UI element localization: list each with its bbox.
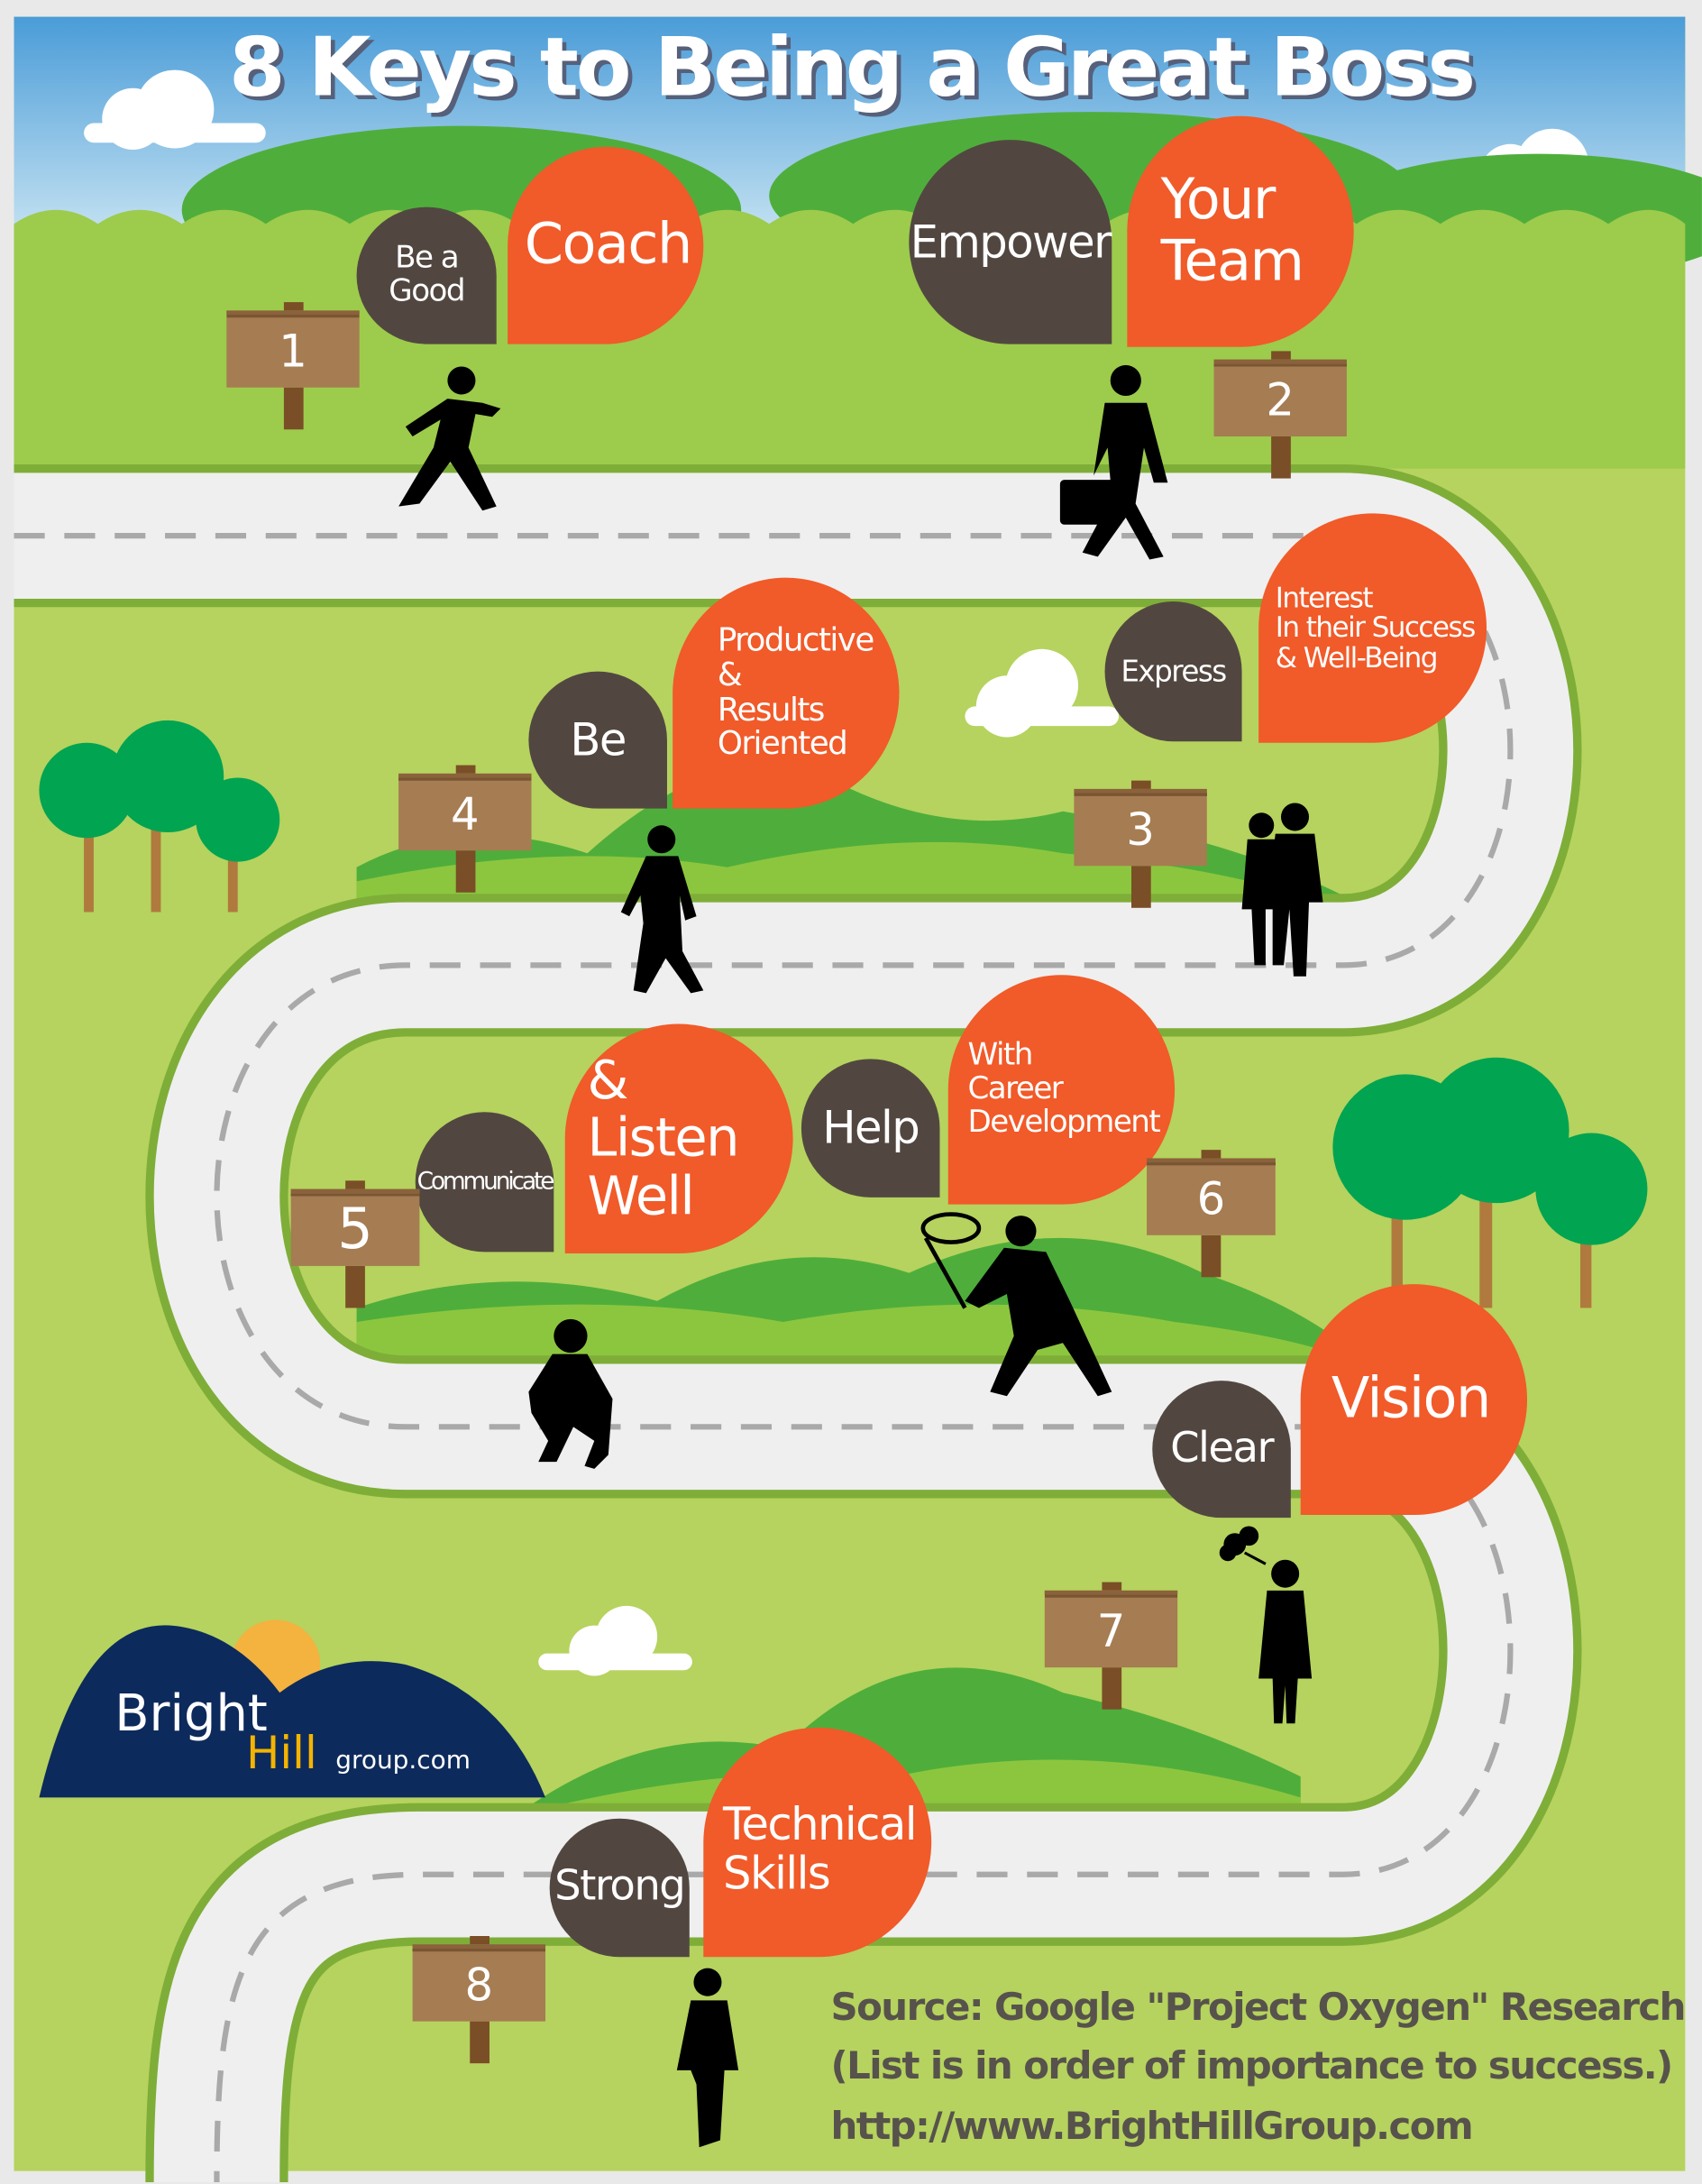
key-6-lead: Help: [801, 1059, 940, 1198]
logo-hill: Hill: [246, 1726, 317, 1780]
person-silhouettes: [398, 364, 1323, 2148]
sign-number: 7: [1044, 1590, 1178, 1668]
sign-number: 3: [1074, 788, 1207, 867]
key-5-lead: Communicate: [415, 1112, 555, 1253]
key-2-main: Your Team: [1127, 115, 1354, 347]
road-center-line: [14, 533, 1514, 2183]
signpost-4: 4: [398, 765, 532, 893]
signpost-6: 6: [1147, 1150, 1276, 1278]
sign-number: 6: [1147, 1158, 1276, 1235]
key-5-main: & Listen Well: [564, 1023, 793, 1253]
signpost-2: 2: [1213, 351, 1347, 479]
source-line: Source: Google "Project Oxygen" Research: [830, 1986, 1686, 2030]
logo-hills: [39, 1625, 546, 1798]
sign-number: 4: [398, 773, 532, 851]
key-4-main: Productive & Results Oriented: [673, 577, 900, 809]
key-4-lead: Be: [528, 671, 667, 809]
page-title: 8 Keys to Being a Great Boss: [228, 19, 1476, 115]
key-8-main: Technical Skills: [703, 1727, 932, 1958]
key-7-main: Vision: [1300, 1284, 1528, 1516]
key-2-lead: Empower: [909, 140, 1112, 344]
sign-number: 2: [1213, 359, 1347, 437]
signpost-5: 5: [290, 1180, 420, 1308]
signpost-7: 7: [1044, 1582, 1178, 1710]
key-7-lead: Clear: [1152, 1381, 1291, 1519]
key-6-main: With Career Development: [947, 975, 1176, 1205]
source-url[interactable]: http://www.BrightHillGroup.com: [830, 2105, 1473, 2149]
logo-group: group.com: [335, 1746, 471, 1776]
key-1-lead: Be a Good: [356, 206, 497, 344]
key-3-main: Interest In their Success & Well-Being: [1258, 513, 1487, 743]
signpost-1: 1: [226, 302, 360, 430]
source-note: (List is in order of importance to succe…: [830, 2045, 1673, 2089]
key-1-main: Coach: [508, 146, 704, 344]
sign-number: 8: [412, 1944, 546, 2022]
signpost-3: 3: [1074, 780, 1207, 908]
key-3-lead: Express: [1104, 601, 1242, 742]
sign-number: 5: [290, 1188, 420, 1266]
logo-bright: Bright: [114, 1685, 268, 1743]
tree-icon: [39, 720, 1648, 1308]
key-8-lead: Strong: [549, 1818, 690, 1958]
signpost-8: 8: [412, 1935, 546, 2064]
sign-number: 1: [226, 310, 360, 388]
